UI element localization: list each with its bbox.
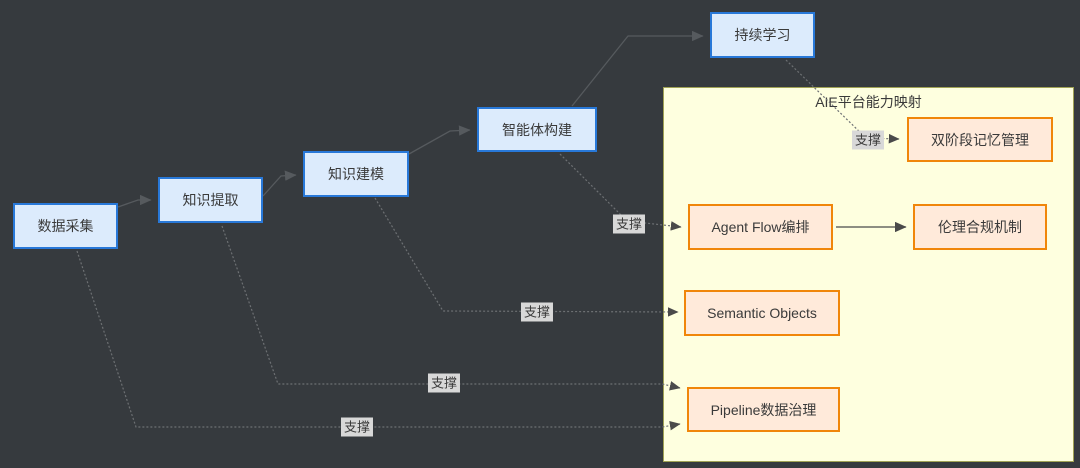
node-agent-construction: 智能体构建 xyxy=(477,107,597,152)
node-ethics-compliance: 伦理合规机制 xyxy=(913,204,1047,250)
panel-title: AIE平台能力映射 xyxy=(815,94,922,110)
edge-agent-construction-to-continuous-learning xyxy=(571,30,704,107)
node-semantic-objects-label: Semantic Objects xyxy=(707,305,817,321)
node-knowledge-modeling: 知识建模 xyxy=(303,151,409,197)
node-agent-flow-orchestration-label: Agent Flow编排 xyxy=(711,219,810,235)
node-knowledge-extraction-label: 知识提取 xyxy=(182,192,239,208)
node-data-collection-label: 数据采集 xyxy=(37,218,94,234)
node-agent-flow-orchestration: Agent Flow编排 xyxy=(688,204,833,250)
edge-label-support-dual-phase-memory: 支撑 xyxy=(851,130,885,150)
edge-knowledge-modeling-to-semantic-objects xyxy=(374,197,679,317)
edge-label-support-agent-flow: 支撑 xyxy=(612,214,646,234)
node-data-collection: 数据采集 xyxy=(13,203,118,249)
edge-data-collection-to-knowledge-extraction xyxy=(117,194,152,208)
edge-label-support-pipeline-lower: 支撑 xyxy=(340,417,374,437)
node-dual-phase-memory-label: 双阶段记忆管理 xyxy=(931,131,1029,148)
node-dual-phase-memory: 双阶段记忆管理 xyxy=(907,117,1053,162)
edge-knowledge-modeling-to-agent-construction xyxy=(408,125,471,155)
node-pipeline-data-governance: Pipeline数据治理 xyxy=(687,387,840,432)
node-semantic-objects: Semantic Objects xyxy=(684,290,840,336)
node-ethics-compliance-label: 伦理合规机制 xyxy=(938,219,1022,235)
node-continuous-learning-label: 持续学习 xyxy=(734,27,791,43)
node-pipeline-data-governance-label: Pipeline数据治理 xyxy=(710,401,817,418)
node-knowledge-extraction: 知识提取 xyxy=(158,177,263,223)
edge-knowledge-extraction-to-knowledge-modeling xyxy=(262,170,297,197)
node-knowledge-modeling-label: 知识建模 xyxy=(328,166,384,182)
edge-label-support-pipeline-upper: 支撑 xyxy=(427,373,461,393)
node-agent-construction-label: 智能体构建 xyxy=(502,121,572,138)
edge-data-collection-to-pipeline-governance xyxy=(76,250,681,431)
node-continuous-learning: 持续学习 xyxy=(710,12,815,58)
edge-knowledge-extraction-to-pipeline-governance xyxy=(221,225,681,391)
edge-label-support-semantic-objects: 支撑 xyxy=(520,302,554,322)
edge-continuous-learning-to-dual-phase-memory xyxy=(785,59,900,144)
